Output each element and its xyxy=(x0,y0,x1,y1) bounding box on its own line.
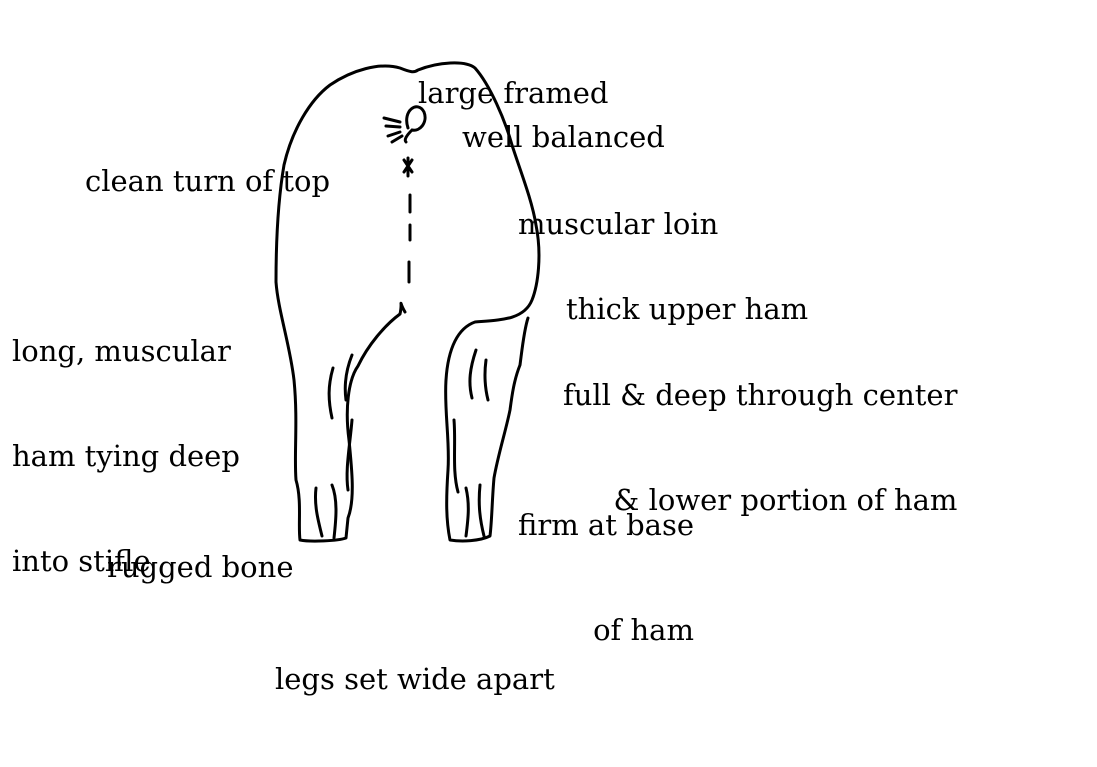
label-legs-set-wide: legs set wide apart xyxy=(275,592,555,767)
right-leg-detail xyxy=(454,420,458,492)
pig-rear-view-diagram: large framed well balanced clean turn of… xyxy=(0,0,1097,646)
left-hoof-line xyxy=(315,488,322,536)
right-hoof-line-2 xyxy=(479,485,484,536)
tail-tuft xyxy=(384,118,402,142)
label-clean-turn-of-top: clean turn of top xyxy=(85,94,330,269)
right-hoof-line xyxy=(466,488,468,536)
spine-line xyxy=(409,195,410,282)
label-rugged-bone: rugged bone xyxy=(107,480,293,655)
right-inner-ham-line xyxy=(470,350,476,398)
left-hoof-line-2 xyxy=(332,485,336,538)
rear-mark xyxy=(404,158,412,176)
right-inner-ham-line-2 xyxy=(485,360,488,400)
left-inner-ham-line-2 xyxy=(329,368,333,418)
